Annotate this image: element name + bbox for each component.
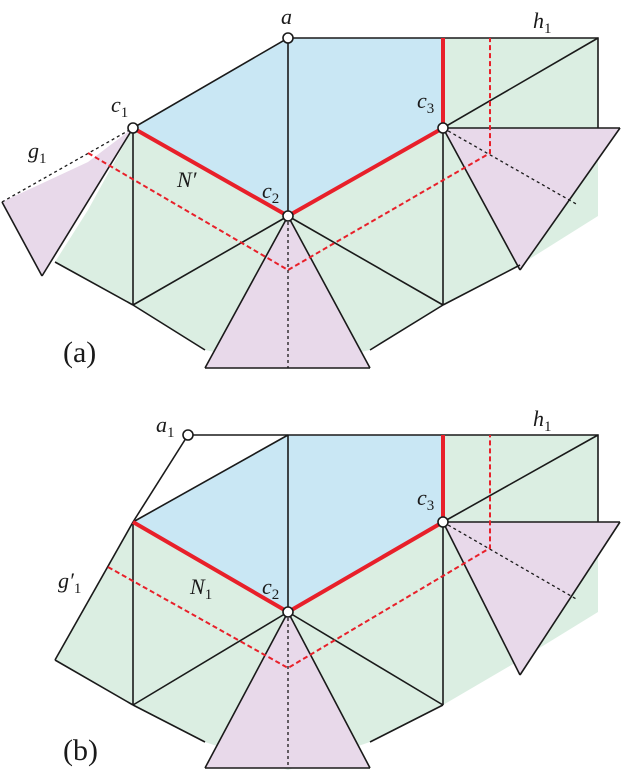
label-c1: c1: [111, 92, 128, 121]
label-c2: c2: [262, 178, 279, 207]
label-c3-b: c3: [417, 485, 434, 514]
purple-face-left: [2, 128, 133, 276]
cut-path-dashed-b: [107, 435, 491, 670]
vertex-c2-b: [282, 606, 294, 618]
label-a: a: [281, 4, 292, 29]
cut-path-a: [132, 38, 445, 218]
label-h1: h1: [533, 8, 552, 37]
caption-a: (a): [63, 336, 96, 369]
purple-face-right: [443, 128, 620, 270]
vertex-c3-b: [437, 516, 449, 528]
purple-face-bottom: [205, 216, 370, 368]
purple-face-right-b: [443, 522, 620, 675]
panel-b: a1 h1 c2 c3 g′1 N1 (b): [54, 406, 621, 770]
label-g1-prime: g′1: [58, 568, 81, 597]
label-c3: c3: [417, 88, 434, 117]
label-g1: g1: [28, 138, 47, 167]
vertex-a1: [182, 429, 194, 441]
label-c2-b: c2: [262, 574, 279, 603]
label-n: N′: [176, 167, 198, 192]
label-h1-b: h1: [533, 406, 552, 435]
caption-b: (b): [63, 734, 98, 767]
dashed-edges-a: [1, 127, 579, 368]
label-a1: a1: [156, 412, 175, 441]
panel-a: a h1 c1 c2 c3 g1 N′ (a): [1, 4, 621, 369]
dashed-edges-b: [287, 521, 579, 768]
vertex-c2: [282, 210, 294, 222]
vertex-a: [282, 32, 294, 44]
vertex-c3: [437, 122, 449, 134]
cut-path-dashed-a: [87, 38, 491, 272]
cut-path-b: [131, 435, 445, 614]
vertex-c1: [127, 122, 139, 134]
label-n1: N1: [189, 574, 212, 603]
